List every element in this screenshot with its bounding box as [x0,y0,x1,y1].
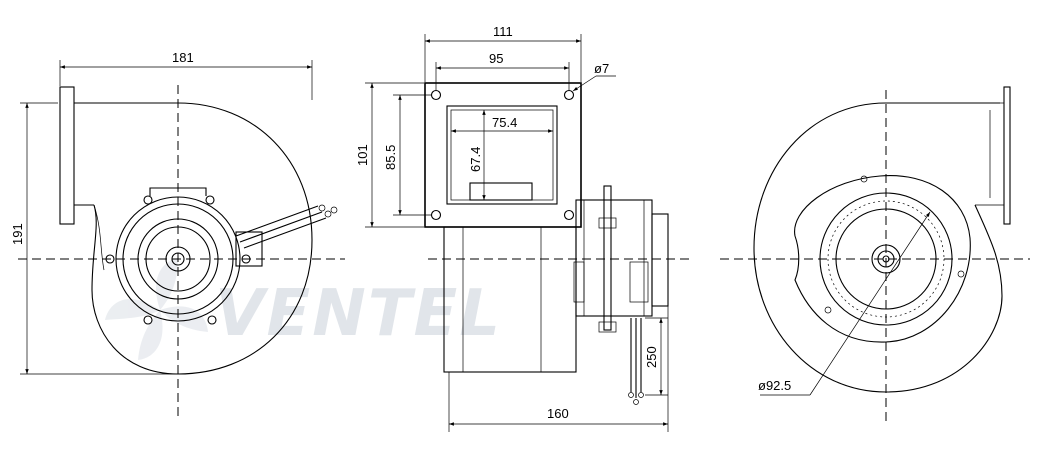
flange-width-dimension: 111 [493,24,513,39]
front-view: 181 191 [10,50,345,420]
back-screws [824,175,965,314]
fan-logo-icon [105,258,208,360]
hole-spacing-h-dimension: 95 [489,51,503,66]
hole-diameter-dimension: ø7 [594,61,609,76]
watermark-text: VENTEL [215,277,502,351]
watermark: VENTEL [105,258,502,360]
side-view: 111 95 ø7 75.4 67.4 101 85.5 160 [355,24,690,432]
outlet-width-dimension: 75.4 [492,115,517,130]
front-height-dimension: 191 [10,223,25,245]
front-width-dimension: 181 [172,50,194,65]
cable-length-dimension: 250 [644,346,659,368]
back-view: ø92.5 [720,86,1030,425]
inlet-diameter-dimension: ø92.5 [758,378,791,393]
hole-spacing-v-dimension: 85.5 [383,145,398,170]
flange-height-dimension: 101 [355,144,370,166]
mounting-lug [105,187,251,325]
depth-dimension: 160 [547,406,569,421]
outlet-height-dimension: 67.4 [468,147,483,172]
